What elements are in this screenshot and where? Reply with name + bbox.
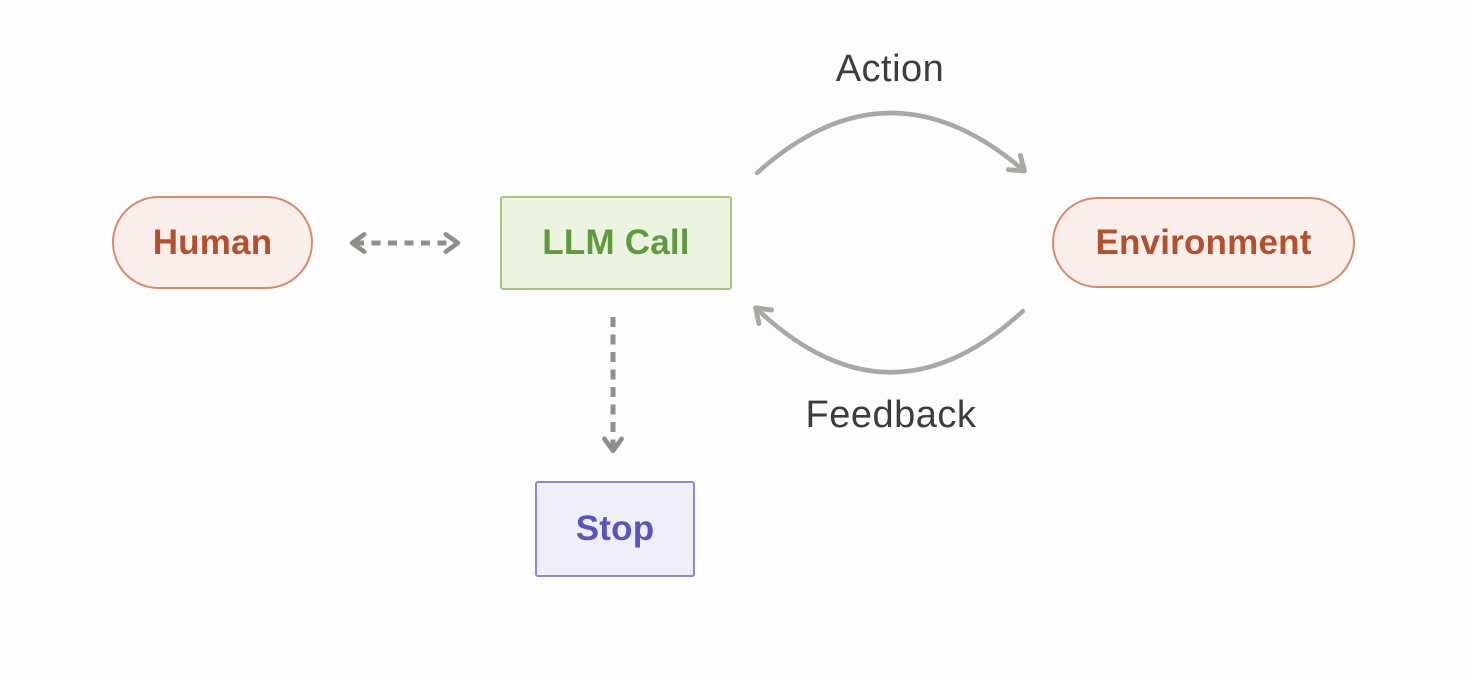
node-human: Human: [112, 196, 313, 289]
feedback-edge-label: Feedback: [805, 394, 977, 436]
node-environment: Environment: [1052, 197, 1355, 288]
node-environment-label: Environment: [1095, 222, 1312, 262]
action-arrow: [754, 110, 1027, 176]
action-edge-label: Action: [835, 48, 945, 90]
node-llm-call-label: LLM Call: [542, 223, 690, 262]
node-stop-label: Stop: [575, 509, 655, 548]
node-human-label: Human: [152, 222, 273, 262]
node-llm-call: LLM Call: [500, 196, 732, 290]
feedback-arrow: [753, 305, 1026, 375]
node-stop: Stop: [535, 481, 695, 577]
